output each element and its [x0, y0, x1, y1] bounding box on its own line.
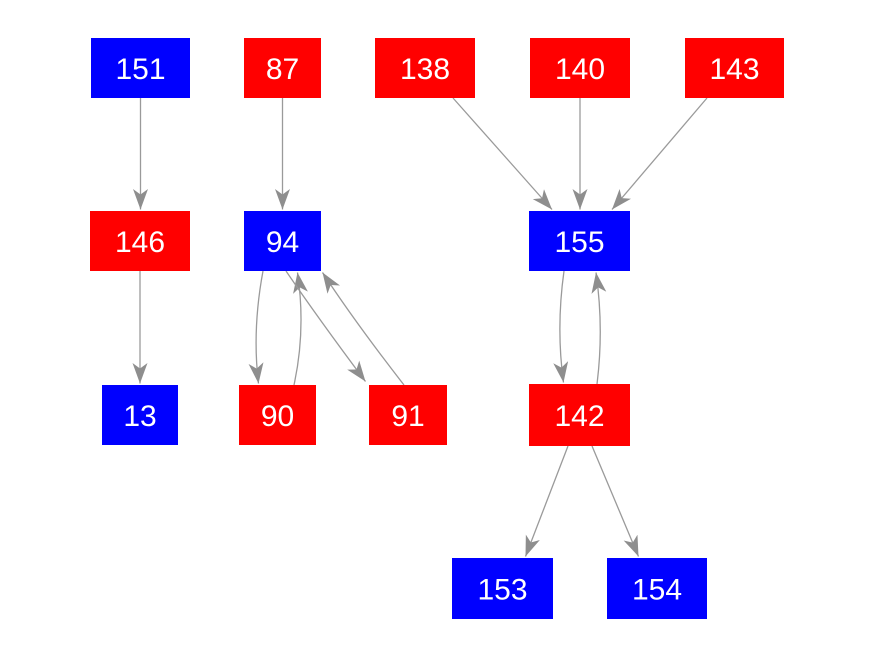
edge-91-to-94 [321, 272, 405, 386]
graph-node-154: 154 [607, 558, 707, 619]
node-box-138 [375, 38, 475, 98]
edge-94-to-90 [248, 270, 264, 384]
graph-node-138: 138 [375, 38, 475, 98]
node-label-143: 143 [709, 53, 759, 86]
node-label-138: 138 [400, 53, 450, 86]
graph-node-13: 13 [102, 385, 178, 445]
edge-143-to-155 [611, 97, 708, 210]
node-label-151: 151 [115, 53, 165, 86]
nodes-layer: 151 87 138 140 143 146 94 155 13 90 91 142 153 154 [90, 38, 784, 619]
graph-node-90: 90 [239, 385, 316, 445]
graph-node-155: 155 [529, 211, 630, 271]
node-label-153: 153 [477, 573, 527, 606]
graph-node-91: 91 [369, 385, 447, 445]
edge-142-to-155 [591, 272, 607, 385]
node-box-143 [685, 38, 784, 98]
graph-node-146: 146 [90, 211, 190, 271]
node-box-154 [607, 558, 707, 619]
edge-155-to-142 [553, 270, 569, 383]
node-label-140: 140 [555, 53, 605, 86]
node-box-146 [90, 211, 190, 271]
graph-node-143: 143 [685, 38, 784, 98]
edge-90-to-94 [293, 272, 308, 386]
node-label-91: 91 [391, 400, 424, 433]
node-box-90 [239, 385, 316, 445]
graph-node-87: 87 [244, 38, 321, 98]
graph-node-142: 142 [529, 384, 630, 446]
node-box-91 [369, 385, 447, 445]
node-label-154: 154 [632, 573, 682, 606]
node-box-151 [91, 38, 190, 98]
node-box-142 [529, 384, 630, 446]
graph-node-153: 153 [452, 558, 553, 619]
graph-node-140: 140 [530, 38, 630, 98]
node-box-13 [102, 385, 178, 445]
node-box-94 [244, 211, 321, 271]
node-label-155: 155 [554, 226, 604, 259]
node-box-87 [244, 38, 321, 98]
node-label-13: 13 [123, 400, 156, 433]
edge-142-to-154 [591, 445, 640, 557]
node-label-90: 90 [261, 400, 294, 433]
graph-node-151: 151 [91, 38, 190, 98]
graph-node-94: 94 [244, 211, 321, 271]
edge-138-to-155 [452, 97, 553, 210]
edge-142-to-153 [524, 445, 569, 557]
edges-layer [132, 97, 708, 557]
node-box-153 [452, 558, 553, 619]
node-label-87: 87 [266, 53, 299, 86]
edge-94-to-91 [285, 270, 367, 382]
node-box-155 [529, 211, 630, 271]
node-box-140 [530, 38, 630, 98]
node-label-146: 146 [115, 226, 165, 259]
node-label-94: 94 [266, 226, 299, 259]
node-label-142: 142 [554, 400, 604, 433]
